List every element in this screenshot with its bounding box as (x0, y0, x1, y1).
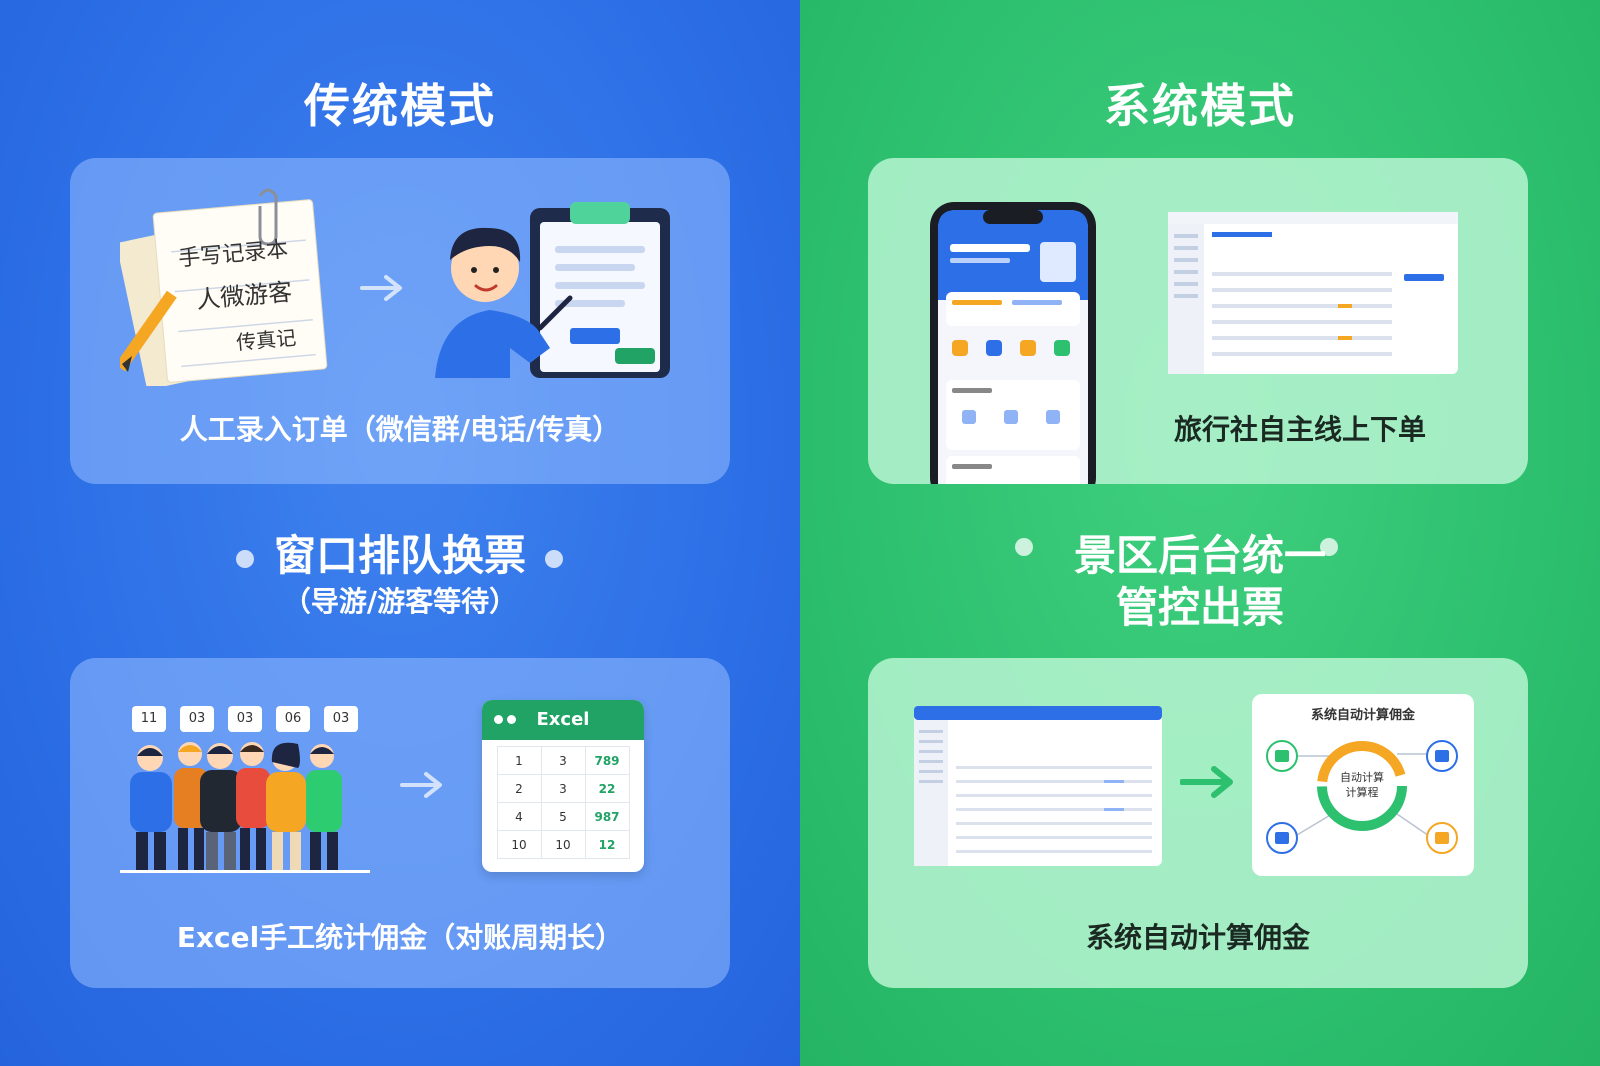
arrow-right-icon (1180, 766, 1233, 798)
excel-cell: 10 (496, 830, 542, 859)
excel-cell: 987 (584, 802, 630, 831)
queue-ticket-heading: 窗口排队换票 （导游/游客等待） (0, 530, 800, 622)
bullet-dot-left (1015, 538, 1033, 556)
excel-commission-caption: Excel手工统计佣金（对账周期长） (176, 921, 624, 954)
auto-commission-caption: 系统自动计算佣金 (1085, 921, 1310, 954)
excel-cell: 10 (540, 830, 586, 859)
window-dot-icon (494, 715, 503, 724)
web-dashboard-mockup (1168, 212, 1458, 374)
bullet-dot-right (1320, 538, 1338, 556)
manual-order-caption: 人工录入订单（微信群/电话/传真） (179, 413, 621, 446)
unified-control-line1: 景区后台统一 (1073, 531, 1326, 580)
note-line-3: 传真记 (235, 325, 298, 355)
excel-commission-card: 11 03 03 06 03 (70, 658, 730, 988)
online-order-caption: 旅行社自主线上下单 (1174, 413, 1427, 446)
auto-commission-diagram: 系统自动计算佣金 自动计算 计算程 (1252, 694, 1474, 876)
unified-control-heading: 景区后台统一 管控出票 (800, 530, 1600, 634)
commission-dashboard-mockup (914, 706, 1162, 866)
excel-cell: 3 (540, 774, 586, 803)
diagram-center-line1: 自动计算 (1340, 771, 1384, 784)
ticket-number: 06 (276, 706, 310, 732)
online-order-card: 旅行社自主线上下单 (868, 158, 1528, 484)
window-dot-icon (507, 715, 516, 724)
ticket-number: 11 (132, 706, 166, 732)
ticket-number: 03 (180, 706, 214, 732)
excel-cell: 12 (584, 830, 630, 859)
clerk-with-clipboard-illustration (435, 202, 670, 378)
queue-ticket-subtitle: （导游/游客等待） (282, 585, 518, 618)
ticket-number: 03 (324, 706, 358, 732)
arrow-right-icon (360, 275, 402, 301)
handwritten-notes-illustration (120, 188, 328, 386)
arrow-right-icon (400, 772, 442, 798)
excel-cell: 4 (496, 802, 542, 831)
excel-cell: 5 (540, 802, 586, 831)
ticket-number: 03 (228, 706, 262, 732)
excel-cell: 2 (496, 774, 542, 803)
queue-crowd-illustration (120, 742, 370, 873)
commission-flow-graphic (1266, 740, 1458, 854)
traditional-mode-panel: 传统模式 手写记录本 人微游客 传真记 (0, 0, 800, 1066)
excel-header: Excel (482, 700, 644, 740)
excel-cell: 22 (584, 774, 630, 803)
excel-cell: 1 (496, 746, 542, 775)
traditional-mode-title: 传统模式 (304, 79, 496, 133)
excel-cell: 3 (540, 746, 586, 775)
unified-control-line2: 管控出票 (1115, 583, 1284, 632)
diagram-center-label: 自动计算 计算程 (1332, 770, 1392, 800)
system-mode-panel: 系统模式 (800, 0, 1600, 1066)
system-mode-title: 系统模式 (1104, 79, 1296, 133)
queue-ticket-title: 窗口排队换票 (273, 531, 526, 580)
auto-commission-card: 系统自动计算佣金 自动计算 计算程 (868, 658, 1528, 988)
manual-order-card: 手写记录本 人微游客 传真记 人工录入 (70, 158, 730, 484)
excel-title: Excel (536, 709, 590, 730)
bullet-dot-left (236, 550, 254, 568)
diagram-title: 系统自动计算佣金 (1310, 708, 1415, 723)
bullet-dot-right (545, 550, 563, 568)
diagram-center-line2: 计算程 (1345, 786, 1379, 799)
mobile-app-mockup (930, 202, 1096, 484)
excel-cell: 789 (584, 746, 630, 775)
ticket-number-row: 11 03 03 06 03 (132, 706, 358, 732)
